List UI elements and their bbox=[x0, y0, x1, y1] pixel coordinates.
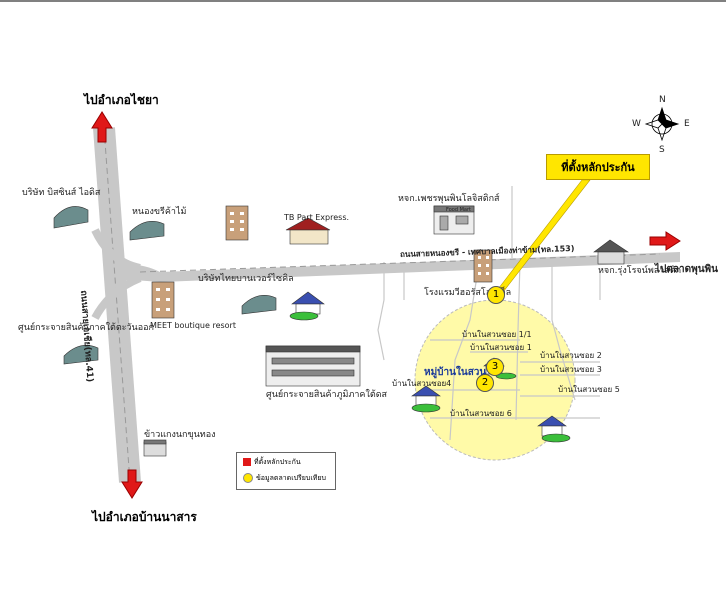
soi-label: บ้านในสวนซอย 3 bbox=[540, 365, 602, 374]
soi-label: บ้านในสวนซอย 2 bbox=[540, 351, 602, 360]
arrow-south bbox=[121, 469, 143, 499]
landmark-phetpunpin: หจก.เพชรพุนพินโลจิสติกส์ bbox=[398, 194, 500, 204]
junction bbox=[115, 252, 680, 282]
landmark-meet: MEET boutique resort bbox=[150, 321, 236, 330]
landmark-tbpart: TB Part Express. bbox=[284, 213, 350, 222]
highway-153 bbox=[139, 253, 661, 273]
distribution-center-icon bbox=[265, 345, 361, 387]
landmark-kaokaeng: ข้าวแกงนกขุนทอง bbox=[144, 430, 216, 440]
legend-collateral-label: ที่ตั้งหลักประกัน bbox=[254, 458, 301, 466]
compass-rose-icon bbox=[644, 106, 680, 142]
arrow-north bbox=[91, 111, 113, 143]
house-icon-tb bbox=[285, 217, 331, 245]
village-name: หมู่บ้านในสวน bbox=[424, 367, 487, 378]
landmark-south-center: ศูนย์กระจายสินค้าภูมิภาคใต้ดส bbox=[266, 390, 388, 400]
shop-icon bbox=[143, 439, 167, 457]
map-legend: ที่ตั้งหลักประกัน ข้อมูลตลาดเปรียบเทียบ bbox=[236, 452, 336, 490]
direction-north-label: ไปอำเภอไชยา bbox=[84, 93, 159, 107]
soi-label: บ้านในสวนซอย 6 bbox=[450, 409, 512, 418]
legend-comparison-label: ข้อมูลตลาดเปรียบเทียบ bbox=[256, 474, 326, 482]
soi-label: บ้านในสวนซอย 1/1 bbox=[462, 330, 532, 339]
marker-1[interactable]: 1 bbox=[487, 286, 505, 304]
direction-east-label: ไปตลาดพุนพิน bbox=[655, 264, 718, 275]
landmark-biskin: บริษัท บิสซินส์ ไอดิส bbox=[22, 188, 101, 198]
highway-41 bbox=[93, 127, 141, 483]
marker-2[interactable]: 2 bbox=[476, 374, 494, 392]
house-icon-rungrot bbox=[593, 239, 629, 265]
collateral-callout: ที่ตั้งหลักประกัน bbox=[546, 154, 650, 180]
arrow-east bbox=[649, 231, 681, 251]
soi-label: บ้านในสวนซอย 1 bbox=[470, 343, 532, 352]
landmark-foodmart: Food Mart bbox=[446, 207, 471, 213]
compass-e: E bbox=[684, 119, 690, 129]
landmark-warehouse-center: ศูนย์กระจายสินค้าภาคใต้ตะวันออก bbox=[18, 323, 154, 333]
landmark-hotel: โรงแรมวีฮอรัสโฮสเต็ล bbox=[424, 288, 512, 298]
soi-label: บ้านในสวนซอย 5 bbox=[558, 385, 620, 394]
legend-row-comparison: ข้อมูลตลาดเปรียบเทียบ bbox=[243, 473, 326, 483]
compass-n: N bbox=[659, 95, 666, 105]
soi-label: บ้านในสวนซอย4 bbox=[392, 379, 452, 388]
compass-w: W bbox=[632, 119, 641, 129]
legend-circle-icon bbox=[243, 473, 253, 483]
food-mart-icon bbox=[433, 205, 475, 235]
landmark-rungrot: หจก.รุ่งโรจน์พลาสติก bbox=[598, 266, 682, 276]
warehouse-icon bbox=[53, 206, 277, 365]
legend-row-collateral: ที่ตั้งหลักประกัน bbox=[243, 458, 301, 467]
legend-square-icon bbox=[243, 458, 251, 466]
compass-s: S bbox=[659, 145, 665, 155]
landmark-thaiyon: บริษัทไทยบานเวอร์ไซคิล bbox=[198, 274, 294, 284]
landmark-nongkhri: หนองขรีค้าไม้ bbox=[132, 207, 187, 217]
marker-3[interactable]: 3 bbox=[486, 358, 504, 376]
callout-leader bbox=[494, 179, 591, 297]
direction-south-label: ไปอำเภอบ้านนาสาร bbox=[92, 510, 197, 524]
